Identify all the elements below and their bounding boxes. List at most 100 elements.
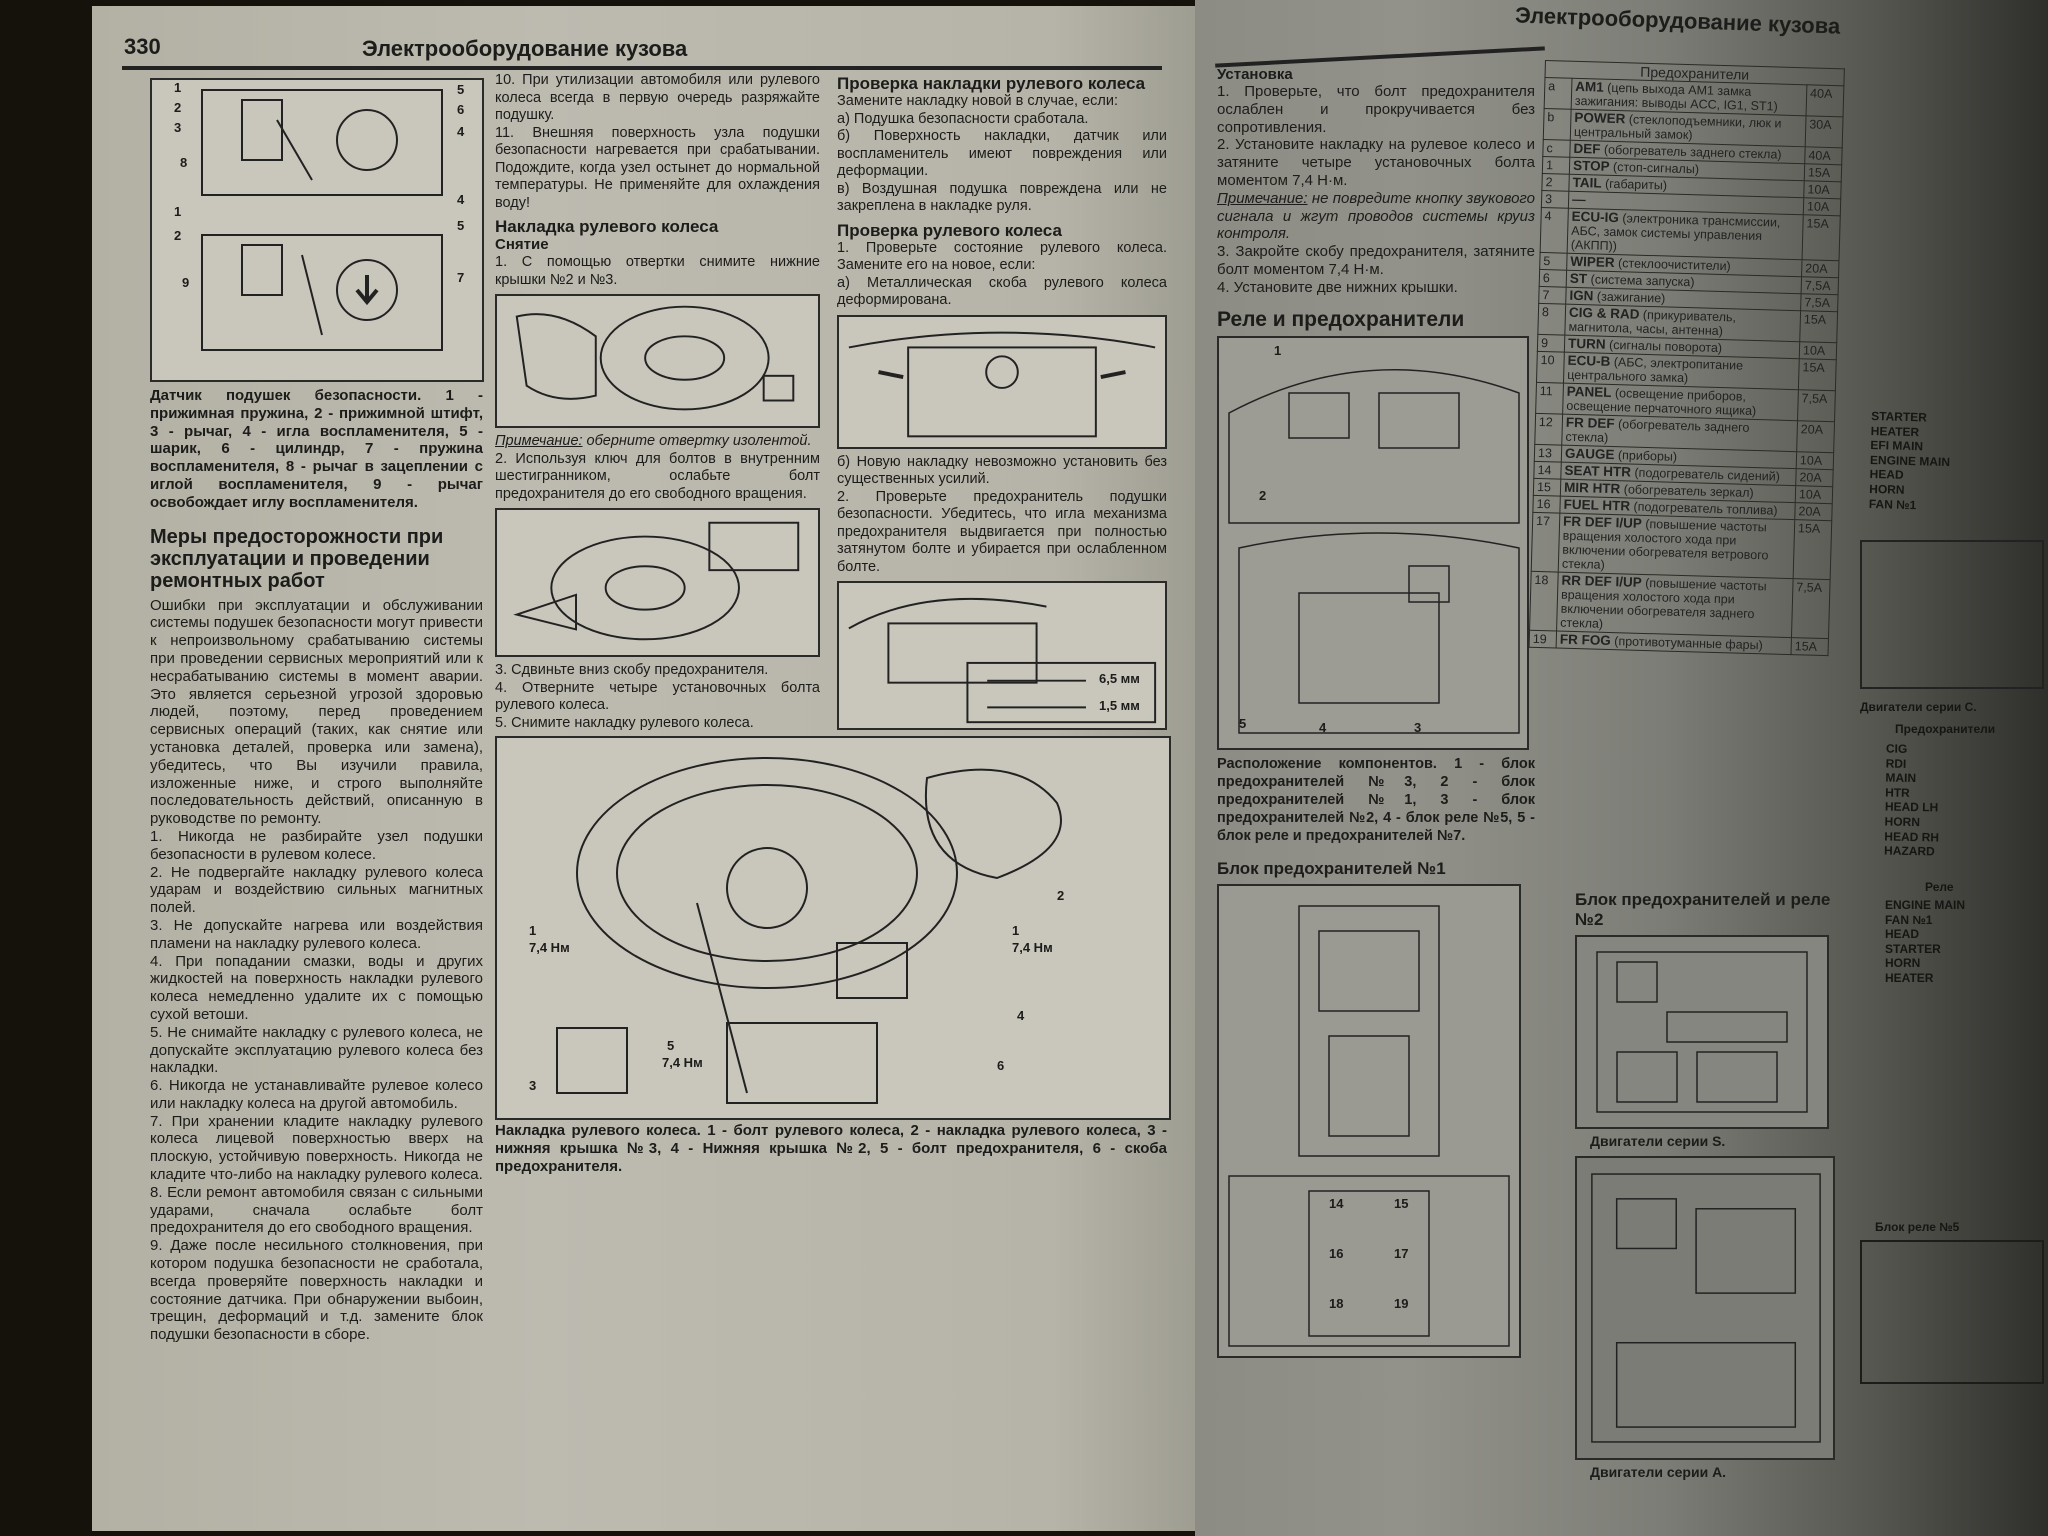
check-wheel-list-2: б) Новую накладку невозможно установить … [837,454,1167,577]
list-item: 2. Не подвергайте накладку рулевого коле… [150,863,483,917]
fuse-slot-label: 18 [1329,1295,1344,1311]
list-item: 1. Никогда не разбирайте узел подушки бе… [150,827,483,863]
callout-label: 7 [457,270,465,285]
fuse-description: (стеклоочистители) [1617,256,1731,274]
fuse-name: — [1571,191,1586,208]
fuse-description: (габариты) [1604,176,1668,193]
fuse-description-cell: RR DEF I/UP (повышение частоты вращения … [1556,572,1794,638]
fuse-id: 14 [1533,461,1562,480]
fuse-rating: 10A [1799,341,1837,360]
relay-block-5-figure [1860,1240,2044,1384]
right-page: Электрооборудование кузова Установка 1. … [1195,0,2048,1536]
relay-name: FAN №1 [1885,912,1933,927]
section-heading: Проверка накладки рулевого колеса [837,74,1146,93]
figure-caption: Накладка рулевого колеса. 1 - болт рулев… [495,1122,1167,1175]
fuse-id: 2 [1541,173,1570,192]
relay-name: ENGINE MAIN [1885,898,1966,912]
callout-label: 5 [1239,715,1247,731]
steps-end: 3. Сдвиньте вниз скобу предохранителя. 4… [495,662,820,732]
figure-caption: Двигатели серии S. [1590,1133,1726,1149]
column-2: 10. При утилизации автомобиля или рулево… [495,72,820,732]
fuse-rating: 20A [1801,259,1840,278]
wheel-bracket-figure [837,314,1167,449]
component-location-figure: 1 2 5 4 3 [1217,335,1529,750]
callout-label: 6 [457,102,465,117]
fuse-name: HORN [1884,814,1921,830]
section-heading: Меры предосторожности при эксплуатации и… [150,525,444,592]
fuse-name: CIG [1885,741,1908,756]
fuse-name: TAIL [1572,174,1602,191]
callout-label: 3 [1414,719,1422,735]
relay-name: STARTER [1870,408,1928,425]
list-item: 7. При хранении кладите накладку рулевог… [150,1112,483,1184]
fuse-rating: 15A [1790,637,1829,656]
fuse-list-c: CIG RDI MAIN HTR HEAD LH HORN HEAD RH HA… [1884,742,1941,860]
callout-label: 4 [1017,1008,1025,1023]
lower-covers-figure [495,294,820,428]
page-header: Электрооборудование кузова [362,36,688,61]
fuse-name: AM1 [1575,78,1604,95]
step: 4. Отверните четыре установочных болта р… [495,679,820,714]
list-item: б) Поверхность накладки, датчик или восп… [837,128,1167,179]
relay-list-c: ENGINE MAIN FAN №1 HEAD STARTER HORN HEA… [1885,898,1965,986]
fuse-rating: 15A [1798,358,1837,391]
fuse-rating: 7,5A [1797,389,1836,422]
section-heading: Блок предохранителей №1 [1217,858,1446,878]
table-title: Предохранители [1895,722,1996,736]
fuse-rating: 7,5A [1800,293,1839,312]
callout-label: 7,4 Нм [662,1055,703,1070]
fuse-rating: 15A [1804,163,1842,182]
step: 5. Снимите накладку рулевого колеса. [495,714,754,731]
page-number: 330 [124,34,161,59]
callout-label: 2 [174,100,182,115]
fuse-slot-label: 16 [1329,1245,1344,1261]
steering-wheel-cover-figure: 1 7,4 Нм 1 7,4 Нм 2 3 4 5 7,4 Нм 6 [495,736,1171,1120]
fuse-rating: 7,5A [1801,276,1839,295]
fuse-description: (приборы) [1617,448,1678,464]
check-cover-list: Замените накладку новой в случае, если: … [837,93,1167,216]
fuse-id: 13 [1534,444,1562,463]
note-label: Примечание: [495,433,583,449]
fuse-id: 15 [1533,478,1561,497]
callout-label: 6 [997,1058,1005,1073]
fuse-id: 10 [1536,351,1565,384]
fuse-name: MAIN [1885,770,1917,786]
fuse-name: GAUGE [1564,445,1615,463]
dimension-label: 1,5 мм [1099,698,1140,713]
fuse-id: a [1544,77,1573,110]
fuse-name: SEAT HTR [1564,462,1632,480]
callout-label: 1 [174,80,182,95]
relay-block-c-figure [1860,540,2044,689]
callout-label: 9 [182,275,190,290]
note-label: Примечание: [1217,189,1308,207]
fuse-id: 7 [1538,286,1567,305]
install-section: Установка 1. Проверьте, что болт предохр… [1217,66,1535,297]
section-heading: Проверка рулевого колеса [837,220,1062,240]
relay-name: HEAD [1885,927,1920,942]
callout-label: 4 [457,192,465,207]
step: 1. Проверьте, что болт предохранителя ос… [1217,83,1535,136]
fuse-id: 11 [1535,382,1564,415]
subheading: Снятие [495,236,549,253]
list-item: 9. Даже после несильного столкновения, п… [150,1237,483,1344]
fuse-name: HTR [1885,785,1910,800]
relay-name: HORN [1869,481,1905,497]
relay-name: HORN [1885,956,1921,971]
right-column-1: Установка 1. Проверьте, что болт предохр… [1217,66,1535,1358]
fuse-description: (обогреватель зеркал) [1623,482,1754,500]
list-item: а) Подушка безопасности сработала. [837,110,1089,127]
fuse-slot-label: 15 [1394,1195,1409,1211]
fuse-rating: 10A [1796,451,1834,470]
dimension-label: 6,5 мм [1099,671,1140,686]
figure-caption: Двигатели серии C. [1860,700,1977,714]
section-heading: Блок реле №5 [1875,1220,1960,1234]
paragraph: Ошибки при эксплуатации и обслуживании с… [150,596,483,828]
fuse-name: TURN [1567,335,1606,352]
step: 2. Установите накладку на рулевое колесо… [1217,136,1535,189]
callout-label: 2 [174,228,182,243]
relay-block-2-a-figure [1575,1156,1835,1460]
fuse-id: 6 [1539,269,1567,288]
list-item: 10. При утилизации автомобиля или рулево… [495,72,820,123]
subheading: Установка [1217,66,1293,83]
